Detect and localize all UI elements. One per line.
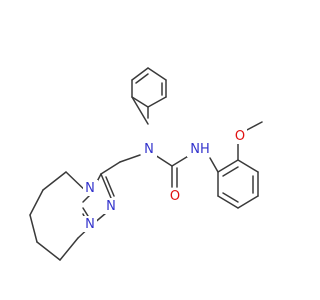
- atom-labels: N NH O O N N N: [82, 128, 247, 232]
- bond: [131, 96, 149, 125]
- atom-label-n-triazole-ring: N: [85, 181, 95, 196]
- bond: [105, 176, 115, 197]
- bond: [237, 195, 259, 209]
- structure-diagram: N NH O O N N N: [29, 67, 263, 261]
- atom-label-nh: NH: [190, 142, 210, 157]
- bond: [244, 121, 263, 132]
- bond: [82, 194, 91, 203]
- bond: [217, 195, 239, 209]
- bond: [209, 157, 219, 173]
- bond: [119, 154, 141, 163]
- bond: [42, 171, 67, 191]
- atom-label-o-carbonyl: O: [170, 189, 180, 204]
- bond: [147, 67, 167, 81]
- bond: [131, 96, 149, 108]
- atom-label-n-triazole-b: N: [85, 217, 95, 232]
- bonds: [29, 67, 263, 261]
- bond: [135, 73, 149, 84]
- bond: [29, 214, 38, 243]
- bond: [59, 237, 79, 261]
- bond: [147, 96, 167, 108]
- bond: [36, 241, 61, 261]
- bond: [100, 173, 112, 199]
- atom-label-n-urea: N: [144, 142, 154, 157]
- bond: [100, 161, 121, 175]
- atom-label-o-methoxy: O: [235, 129, 245, 144]
- bond: [237, 159, 259, 173]
- bond: [131, 67, 149, 81]
- bond: [29, 189, 44, 216]
- bond: [154, 154, 173, 167]
- bond: [217, 159, 239, 173]
- bond: [222, 166, 239, 177]
- bond: [222, 192, 239, 203]
- atom-label-n-triazole-a: N: [106, 199, 116, 214]
